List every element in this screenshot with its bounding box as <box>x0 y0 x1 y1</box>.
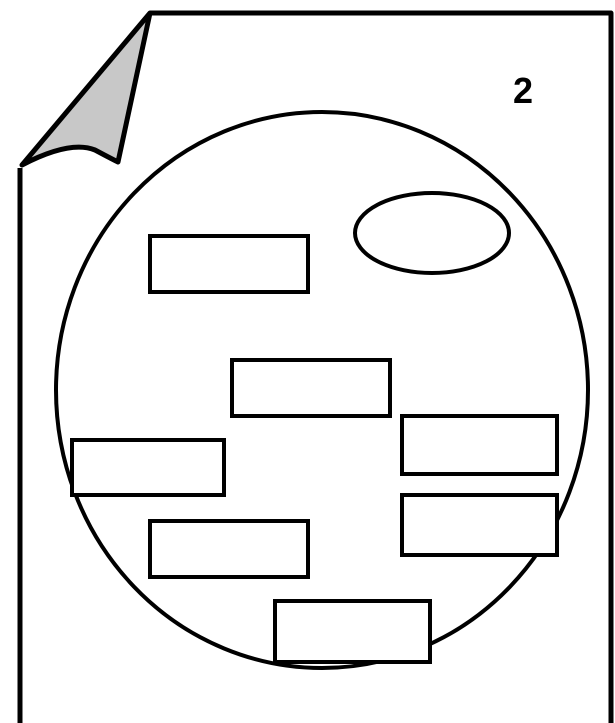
rect-4 <box>72 440 224 495</box>
rect-6 <box>150 521 308 577</box>
page-number: 2 <box>513 70 533 111</box>
rect-2 <box>232 360 390 416</box>
rect-5 <box>402 495 557 555</box>
folded-corner <box>22 13 150 165</box>
rect-1 <box>150 236 308 292</box>
rect-7 <box>275 601 430 662</box>
small-oval <box>355 193 509 273</box>
rect-3 <box>402 416 557 474</box>
